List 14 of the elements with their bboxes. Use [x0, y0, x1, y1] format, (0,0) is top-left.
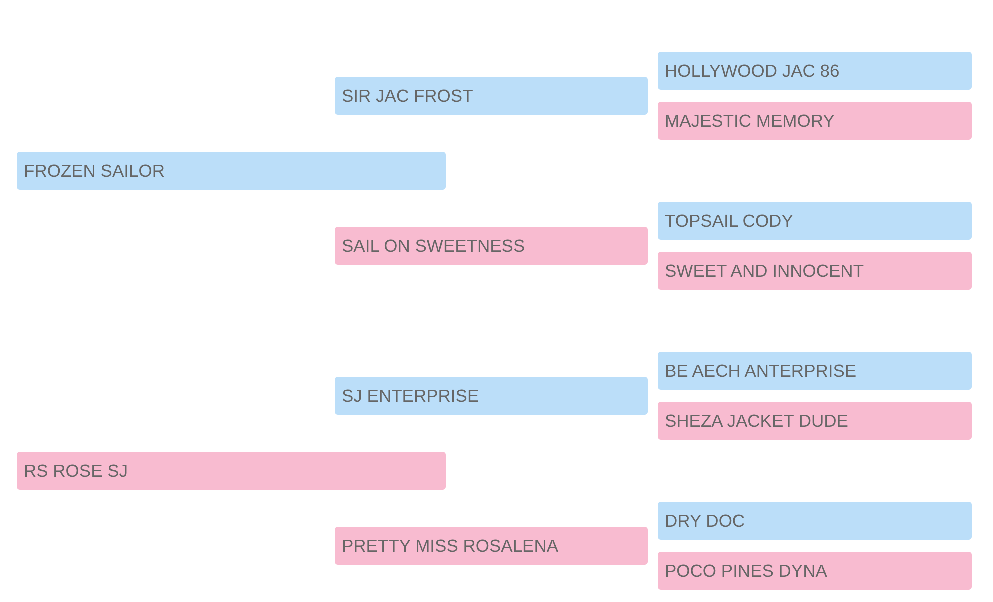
- pedigree-box: PRETTY MISS ROSALENA: [335, 527, 648, 565]
- pedigree-box: MAJESTIC MEMORY: [658, 102, 972, 140]
- pedigree-box: HOLLYWOOD JAC 86: [658, 52, 972, 90]
- pedigree-box: TOPSAIL CODY: [658, 202, 972, 240]
- pedigree-box: SWEET AND INNOCENT: [658, 252, 972, 290]
- pedigree-box: RS ROSE SJ: [17, 452, 446, 490]
- pedigree-box: POCO PINES DYNA: [658, 552, 972, 590]
- pedigree-box: SAIL ON SWEETNESS: [335, 227, 648, 265]
- pedigree-box: SHEZA JACKET DUDE: [658, 402, 972, 440]
- pedigree-box: FROZEN SAILOR: [17, 152, 446, 190]
- pedigree-box: BE AECH ANTERPRISE: [658, 352, 972, 390]
- pedigree-box: SIR JAC FROST: [335, 77, 648, 115]
- pedigree-box: SJ ENTERPRISE: [335, 377, 648, 415]
- pedigree-box: DRY DOC: [658, 502, 972, 540]
